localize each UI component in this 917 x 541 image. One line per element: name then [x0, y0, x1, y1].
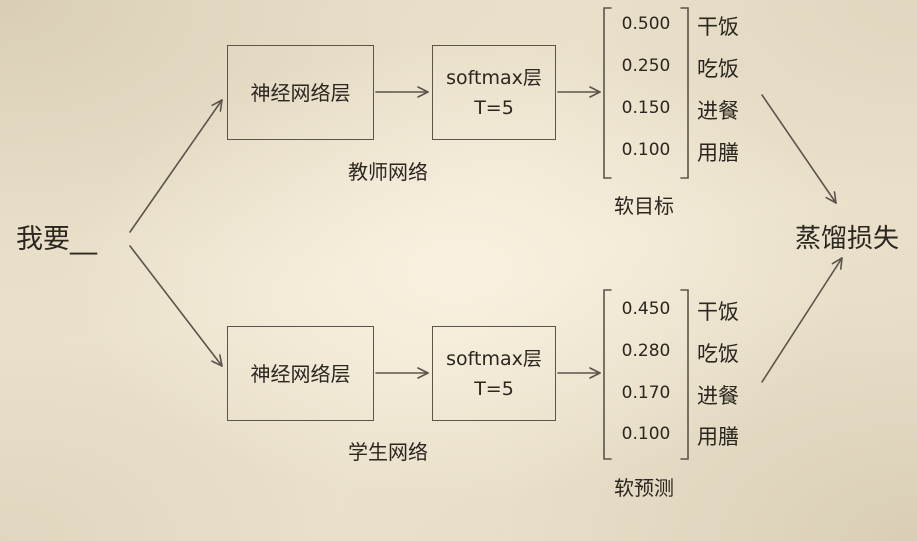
student-word-2: 进餐	[697, 384, 739, 408]
student-word-0: 干饭	[697, 300, 739, 324]
teacher-temperature-label: T=5	[474, 96, 514, 119]
student-network-caption: 学生网络	[348, 440, 428, 464]
student-word-1: 吃饭	[697, 342, 739, 366]
teacher-neural-layer-label: 神经网络层	[250, 80, 351, 105]
student-neural-layer-box: 神经网络层	[227, 326, 374, 421]
student-bracket-right	[680, 289, 689, 460]
student-word-3: 用膳	[697, 425, 739, 449]
teacher-softmax-label: softmax层	[446, 66, 542, 89]
teacher-prob-2: 0.150	[621, 98, 671, 118]
teacher-prob-3: 0.100	[621, 140, 671, 160]
arrow-target-to-loss	[761, 94, 837, 204]
student-softmax-label: softmax层	[446, 347, 542, 370]
fork-arrow-teacher	[129, 99, 223, 233]
teacher-word-1: 吃饭	[697, 57, 739, 81]
teacher-softmax-box: softmax层 T=5	[432, 45, 556, 140]
teacher-prob-0: 0.500	[621, 14, 671, 34]
teacher-bracket-left	[603, 7, 612, 179]
teacher-prob-1: 0.250	[621, 56, 671, 76]
soft-target-caption: 软目标	[614, 194, 674, 218]
arrow-pred-to-loss	[761, 257, 843, 383]
student-temperature-label: T=5	[474, 377, 514, 400]
student-prob-3: 0.100	[621, 424, 671, 444]
student-prob-0: 0.450	[621, 299, 671, 319]
teacher-word-3: 用膳	[697, 141, 739, 165]
fork-arrow-student	[129, 245, 223, 367]
distillation-loss-label: 蒸馏损失	[795, 224, 900, 254]
student-prob-1: 0.280	[621, 341, 671, 361]
teacher-network-caption: 教师网络	[348, 160, 428, 184]
input-text: 我要__	[16, 224, 97, 255]
student-neural-layer-label: 神经网络层	[250, 361, 351, 386]
student-softmax-box: softmax层 T=5	[432, 326, 556, 421]
teacher-neural-layer-box: 神经网络层	[227, 45, 374, 140]
teacher-word-2: 进餐	[697, 99, 739, 123]
teacher-word-0: 干饭	[697, 15, 739, 39]
student-bracket-left	[603, 289, 612, 460]
teacher-bracket-right	[680, 7, 689, 179]
student-prob-2: 0.170	[621, 383, 671, 403]
soft-prediction-caption: 软预测	[614, 476, 674, 500]
